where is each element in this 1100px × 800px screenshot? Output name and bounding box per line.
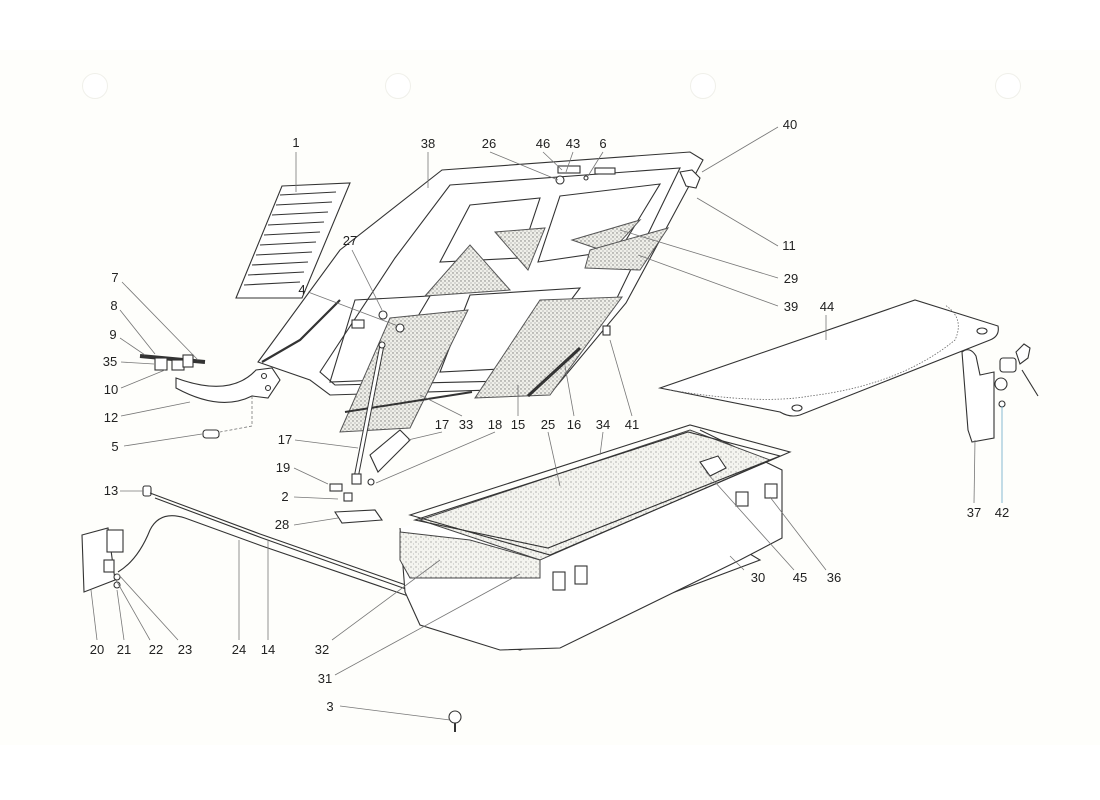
part-17-gas-strut: [351, 341, 411, 486]
callout-19[interactable]: 19: [275, 460, 291, 475]
callout-42[interactable]: 42: [994, 505, 1010, 520]
callout-13[interactable]: 13: [103, 483, 119, 498]
callout-11[interactable]: 11: [782, 238, 796, 253]
callout-33[interactable]: 33: [458, 417, 474, 432]
part-3-screw: [448, 710, 462, 732]
callout-17a[interactable]: 17: [277, 432, 293, 447]
callout-21[interactable]: 21: [116, 642, 132, 657]
part-44-cover-panel: [657, 299, 999, 417]
callout-23[interactable]: 23: [177, 642, 193, 657]
callout-45[interactable]: 45: [792, 570, 808, 585]
callout-27[interactable]: 27: [342, 233, 358, 248]
hood-fasteners: [351, 165, 701, 333]
part-25-luggage-tub: [399, 424, 792, 651]
callout-2[interactable]: 2: [281, 489, 289, 504]
callout-1[interactable]: 1: [292, 135, 300, 150]
callout-43[interactable]: 43: [565, 136, 581, 151]
callout-17b[interactable]: 17: [434, 417, 450, 432]
punch-hole-2: [385, 73, 411, 99]
part-12-hinge-arm: [139, 354, 281, 439]
callout-28[interactable]: 28: [274, 517, 290, 532]
callout-41[interactable]: 41: [624, 417, 640, 432]
part-28-hinge-base: [329, 483, 384, 524]
callout-37[interactable]: 37: [966, 505, 982, 520]
callout-15[interactable]: 15: [510, 417, 526, 432]
callout-26[interactable]: 26: [481, 136, 497, 151]
part-37-bracket: [961, 343, 1039, 443]
callout-14[interactable]: 14: [260, 642, 276, 657]
callout-24[interactable]: 24: [231, 642, 247, 657]
callout-36[interactable]: 36: [826, 570, 842, 585]
punch-hole-1: [82, 73, 108, 99]
callout-46[interactable]: 46: [535, 136, 551, 151]
callout-18[interactable]: 18: [487, 417, 503, 432]
callout-39[interactable]: 39: [783, 299, 799, 314]
part-20-hood-latch: [81, 527, 124, 593]
callout-4[interactable]: 4: [298, 282, 306, 297]
callout-34[interactable]: 34: [595, 417, 611, 432]
punch-hole-4: [995, 73, 1021, 99]
callout-16[interactable]: 16: [566, 417, 582, 432]
callout-25[interactable]: 25: [540, 417, 556, 432]
callout-8[interactable]: 8: [110, 298, 118, 313]
callout-40[interactable]: 40: [782, 117, 798, 132]
callout-31[interactable]: 31: [317, 671, 333, 686]
callout-10[interactable]: 10: [103, 382, 119, 397]
callout-44[interactable]: 44: [819, 299, 835, 314]
callout-29[interactable]: 29: [783, 271, 799, 286]
callout-12[interactable]: 12: [103, 410, 119, 425]
callout-20[interactable]: 20: [89, 642, 105, 657]
part-1-vent-grille: [235, 182, 351, 299]
callout-38[interactable]: 38: [420, 136, 436, 151]
callout-30[interactable]: 30: [750, 570, 766, 585]
callout-3[interactable]: 3: [326, 699, 334, 714]
callout-6[interactable]: 6: [599, 136, 607, 151]
callout-22[interactable]: 22: [148, 642, 164, 657]
callout-5[interactable]: 5: [111, 439, 119, 454]
callout-32[interactable]: 32: [314, 642, 330, 657]
leader-lines: [90, 126, 1003, 721]
callout-9[interactable]: 9: [109, 327, 117, 342]
callout-7[interactable]: 7: [111, 270, 119, 285]
punch-hole-3: [690, 73, 716, 99]
callout-35[interactable]: 35: [102, 354, 118, 369]
